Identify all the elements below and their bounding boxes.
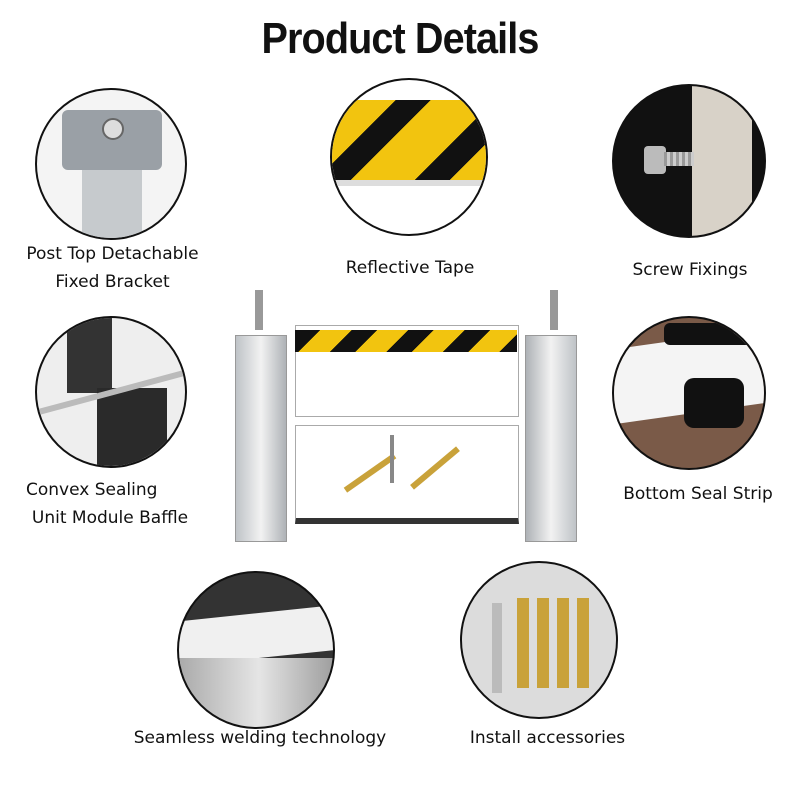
screw-image (612, 84, 766, 238)
flood-barrier-product-image (220, 285, 590, 545)
feature-label-bottom-seal: Bottom Seal Strip (623, 484, 773, 504)
feature-label-sealing: Convex Sealing Unit Module Baffle (26, 480, 189, 528)
convex-sealing-image (35, 316, 187, 468)
feature-label-screw: Screw Fixings (632, 260, 748, 280)
reflective-tape-image (330, 78, 488, 236)
install-accessories-image (460, 561, 618, 719)
page-title: Product Details (261, 14, 540, 63)
bracket-detail-image (35, 88, 187, 240)
feature-label-accessories: Install accessories (469, 728, 626, 748)
seamless-welding-image (177, 571, 335, 729)
bottom-seal-strip-image (612, 316, 766, 470)
feature-label-bracket: Post Top Detachable Fixed Bracket (26, 244, 199, 292)
feature-label-tape: Reflective Tape (345, 258, 475, 278)
feature-label-welding: Seamless welding technology (133, 728, 387, 748)
